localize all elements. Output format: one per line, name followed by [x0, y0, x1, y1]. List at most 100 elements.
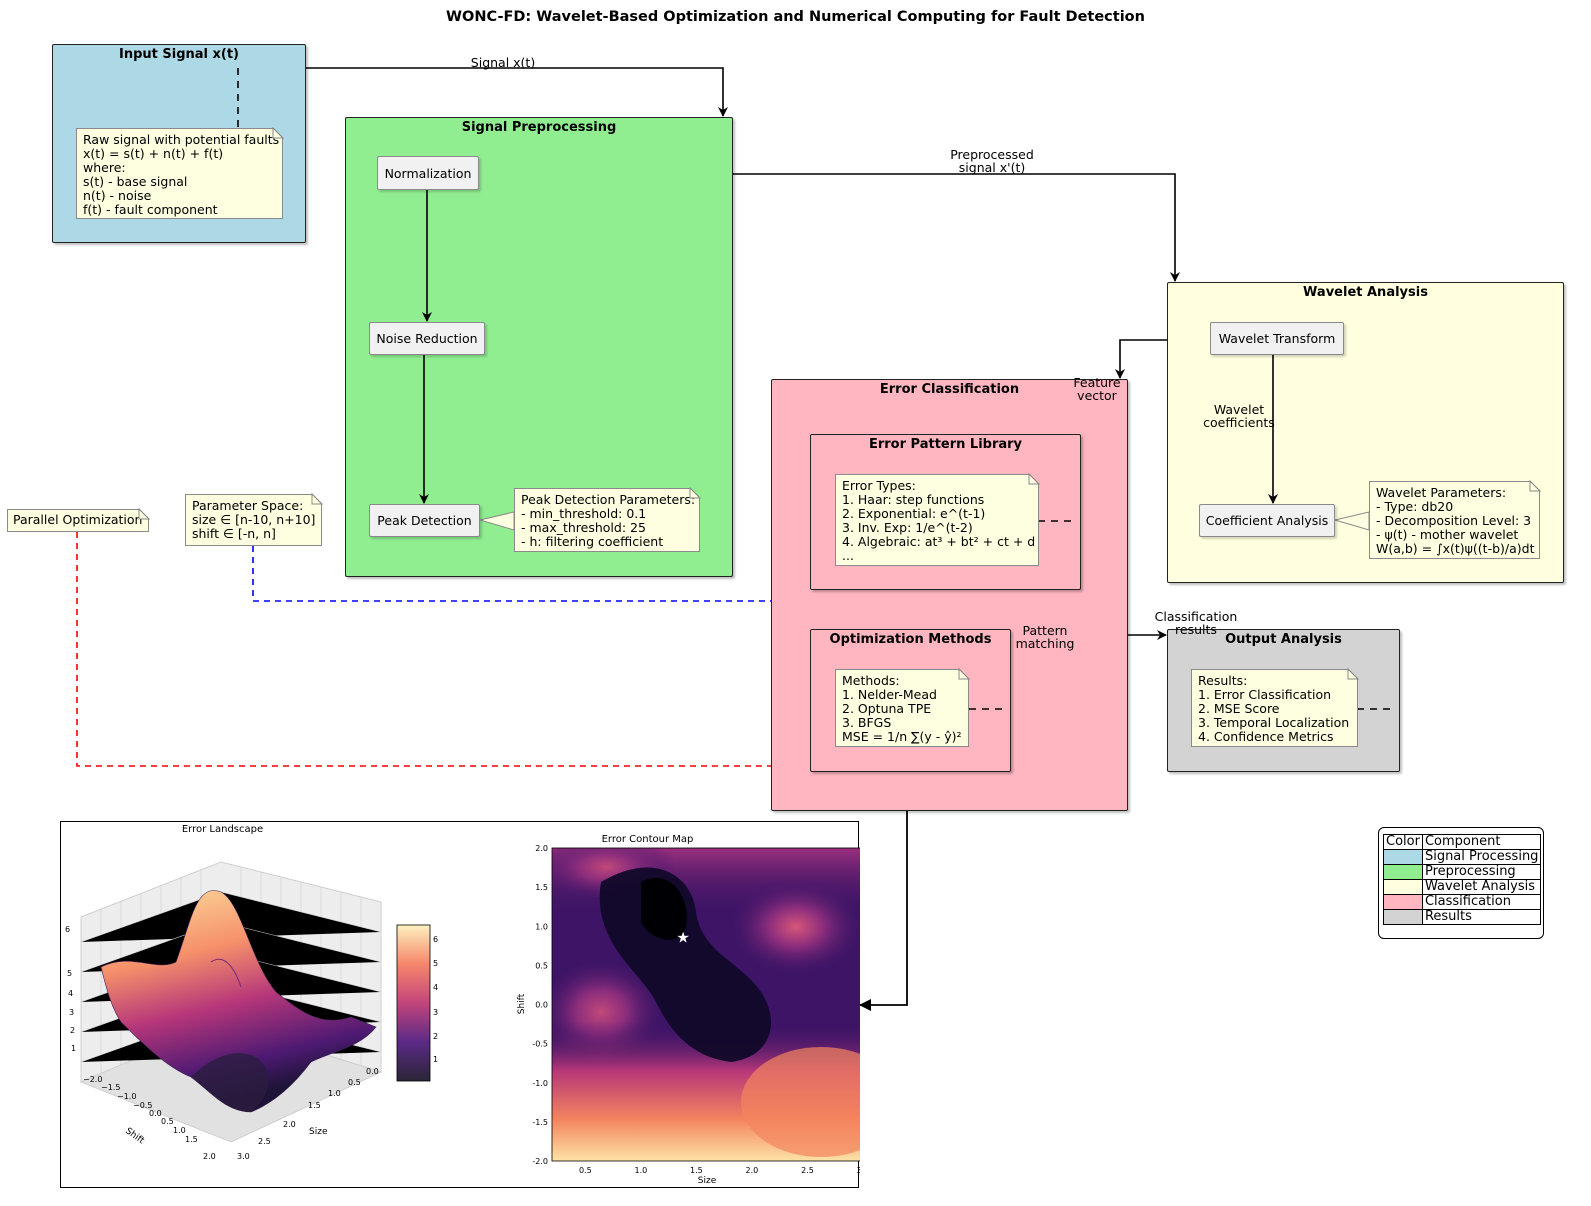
legend-row: Wavelet Analysis	[1383, 879, 1542, 895]
surface-colorbar-tick: 3	[433, 1008, 438, 1017]
minimum-star-icon: ★	[676, 928, 689, 946]
legend-row: Signal Processing	[1383, 849, 1542, 865]
legend-swatch	[1383, 879, 1423, 895]
surface-colorbar-tick: 1	[433, 1055, 438, 1064]
contour-y-tick: 0.5	[535, 961, 548, 970]
z-tick: 5	[67, 969, 72, 978]
z-tick: 3	[69, 1008, 74, 1017]
contour-x-tick: 3.0	[857, 1166, 860, 1175]
surface-colorbar	[396, 924, 431, 1082]
legend-header-component: Component	[1421, 834, 1542, 850]
color-legend: Color Component Signal Processing Prepro…	[1378, 827, 1544, 939]
legend-label: Classification	[1421, 894, 1542, 910]
shift-tick: −2.0	[83, 1075, 102, 1084]
contour-y-tick: 2.0	[535, 844, 548, 853]
edge-to-figure	[859, 771, 908, 1011]
legend-row: Preprocessing	[1383, 864, 1542, 880]
shift-tick: 1.0	[173, 1126, 186, 1135]
shift-tick: −1.5	[101, 1083, 120, 1092]
surface-colorbar-tick: 6	[433, 935, 438, 944]
note-input-signal: Raw signal with potential faults x(t) = …	[76, 128, 283, 219]
shift-tick: 0.0	[149, 1109, 162, 1118]
note-results: Results: 1. Error Classification 2. MSE …	[1191, 669, 1358, 747]
edge-feature	[1115, 339, 1167, 379]
contour-y-tick: 1.5	[535, 883, 548, 892]
edge-preprocessed	[733, 173, 1180, 282]
diagram-title: WONC-FD: Wavelet-Based Optimization and …	[446, 9, 1145, 25]
contour-y-tick: -2.0	[532, 1157, 548, 1166]
contour-x-tick: 2.5	[801, 1166, 814, 1175]
legend-header: Color Component	[1383, 834, 1542, 850]
shift-tick: 0.5	[161, 1117, 174, 1126]
legend-swatch	[1383, 864, 1423, 880]
package-title: Signal Preprocessing	[461, 120, 617, 135]
legend-table: Color Component Signal Processing Prepro…	[1383, 834, 1542, 925]
error-contour-map: ★ 0.51.01.52.02.53.02.01.51.00.50.0-0.5-…	[517, 844, 860, 1186]
size-tick: 2.0	[283, 1120, 296, 1129]
surface-title: Error Landscape	[181, 824, 264, 835]
node-coefficient-analysis[interactable]: Coefficient Analysis	[1199, 504, 1335, 537]
contour-y-tick: -0.5	[532, 1040, 548, 1049]
size-axis-label: Size	[309, 1127, 328, 1137]
legend-label: Signal Processing	[1421, 849, 1542, 865]
legend-row: Classification	[1383, 894, 1542, 910]
size-tick: 0.5	[348, 1078, 361, 1087]
contour-xlabel: Size	[698, 1176, 717, 1186]
size-tick: 3.0	[237, 1152, 250, 1161]
shift-tick: −0.5	[133, 1101, 152, 1110]
node-wavelet-transform[interactable]: Wavelet Transform	[1210, 322, 1344, 355]
note-parallel-optimization: Parallel Optimization	[7, 509, 149, 532]
size-tick: 2.5	[258, 1137, 271, 1146]
node-peak-detection[interactable]: Peak Detection	[369, 504, 480, 537]
contour-title: Error Contour Map	[601, 834, 694, 845]
shift-tick: 1.5	[185, 1135, 198, 1144]
package-title: Wavelet Analysis	[1303, 285, 1428, 300]
edge-signal	[306, 67, 728, 117]
contour-x-tick: 2.0	[746, 1166, 759, 1175]
z-tick: 1	[71, 1044, 76, 1053]
package-title: Input Signal x(t)	[118, 47, 239, 62]
error-figure: Error Landscape Error Contour Map	[60, 821, 860, 1188]
contour-ylabel: Shift	[517, 993, 527, 1014]
edge-parallel	[76, 532, 810, 771]
edge-label-wavelet-coefficients: Wavelet coefficients	[1203, 402, 1275, 430]
node-normalization[interactable]: Normalization	[377, 156, 479, 190]
note-methods: Methods: 1. Nelder-Mead 2. Optuna TPE 3.…	[835, 669, 969, 747]
z-tick: 4	[68, 989, 73, 998]
node-noise-reduction[interactable]: Noise Reduction	[369, 322, 485, 355]
legend-swatch	[1383, 849, 1423, 865]
edge-label-pattern-matching: Pattern matching	[1015, 623, 1075, 651]
package-title: Output Analysis	[1225, 632, 1342, 647]
contour-x-tick: 1.5	[690, 1166, 703, 1175]
note-wavelet-parameters: Wavelet Parameters: - Type: db20 - Decom…	[1369, 481, 1540, 559]
shift-tick: −1.0	[117, 1092, 136, 1101]
edge-label-preprocessed: Preprocessed signal x'(t)	[950, 147, 1034, 175]
legend-swatch	[1383, 894, 1423, 910]
note-error-types: Error Types: 1. Haar: step functions 2. …	[835, 474, 1039, 566]
contour-y-tick: -1.0	[532, 1079, 548, 1088]
surface-colorbar-tick: 4	[433, 983, 438, 992]
contour-y-tick: 0.0	[535, 1001, 548, 1010]
z-tick: 2	[70, 1026, 75, 1035]
size-tick: 1.5	[308, 1101, 321, 1110]
size-tick: 0.0	[366, 1067, 379, 1076]
contour-x-tick: 1.0	[634, 1166, 647, 1175]
legend-row: Results	[1383, 909, 1542, 925]
legend-label: Preprocessing	[1421, 864, 1542, 880]
shift-axis-label: Shift	[123, 1126, 146, 1146]
legend-label: Wavelet Analysis	[1421, 879, 1542, 895]
legend-swatch	[1383, 909, 1423, 925]
edge-label-signal: Signal x(t)	[470, 55, 536, 70]
edge-label-feature: Feature vector	[1073, 375, 1121, 403]
legend-header-color: Color	[1383, 834, 1423, 850]
package-title: Optimization Methods	[829, 632, 992, 647]
edge-label-classification: Classification results	[1154, 609, 1238, 637]
surface-colorbar-tick: 2	[433, 1032, 438, 1041]
package-title: Error Pattern Library	[868, 437, 1023, 452]
size-tick: 1.0	[328, 1089, 341, 1098]
note-peak-parameters: Peak Detection Parameters: - min_thresho…	[514, 488, 700, 552]
contour-x-tick: 0.5	[579, 1166, 592, 1175]
shift-tick: 2.0	[203, 1152, 216, 1161]
note-parameter-space: Parameter Space: size ∈ [n-10, n+10] shi…	[185, 494, 322, 546]
